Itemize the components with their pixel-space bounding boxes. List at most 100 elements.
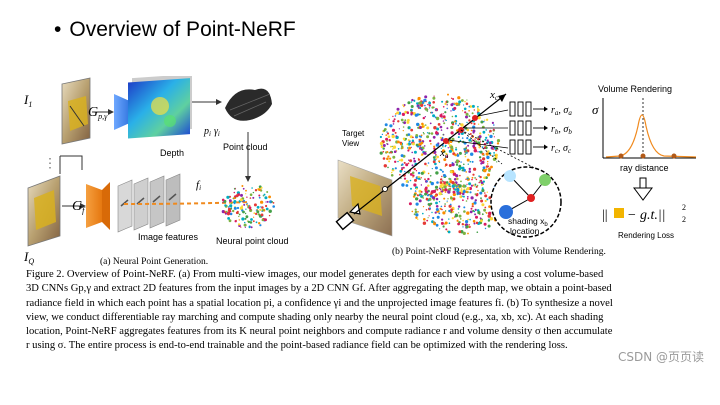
neural-point xyxy=(448,183,451,186)
neural-point xyxy=(420,141,424,145)
neural-point xyxy=(463,163,465,166)
neural-point xyxy=(438,201,441,203)
rendered-color-swatch xyxy=(614,208,624,218)
neural-point xyxy=(245,208,247,210)
neural-point xyxy=(261,218,264,222)
neural-point xyxy=(242,210,245,214)
neural-point xyxy=(453,178,457,181)
shading-point-xa xyxy=(443,138,449,144)
neural-point xyxy=(436,127,440,131)
neural-point xyxy=(392,120,395,123)
neural-point xyxy=(426,194,430,197)
neural-point xyxy=(479,191,483,195)
neural-point xyxy=(258,194,261,197)
neural-point xyxy=(439,207,442,210)
neural-point xyxy=(453,106,457,110)
neural-point xyxy=(420,148,423,151)
neural-point xyxy=(496,161,498,163)
neural-point xyxy=(265,201,267,203)
neural-point xyxy=(482,130,486,134)
neural-point xyxy=(489,134,493,139)
point-cloud xyxy=(225,88,272,121)
neural-point xyxy=(431,211,433,214)
neural-point xyxy=(486,139,489,142)
neural-point xyxy=(381,133,384,136)
neural-point xyxy=(403,177,407,180)
volume-rendering-plot xyxy=(602,98,697,159)
neural-point xyxy=(489,154,492,156)
neural-point xyxy=(421,125,424,128)
neural-point xyxy=(441,183,444,186)
neural-point xyxy=(440,129,443,131)
neural-point xyxy=(457,132,461,136)
neural-point xyxy=(455,174,459,178)
caption-line: location, Point-NeRF aggregates features… xyxy=(26,326,613,338)
neural-point xyxy=(463,148,466,151)
neural-point xyxy=(440,147,442,149)
neural-point xyxy=(482,166,486,170)
neural-point xyxy=(398,159,401,162)
neural-point xyxy=(438,187,441,190)
neural-point xyxy=(471,202,474,206)
neural-point xyxy=(451,184,455,188)
neural-point xyxy=(415,216,418,219)
neural-point xyxy=(252,191,255,194)
neural-point xyxy=(451,181,455,185)
neural-point xyxy=(483,176,486,179)
neural-point xyxy=(472,173,475,176)
neural-point xyxy=(483,208,486,212)
neural-point xyxy=(459,218,462,220)
neural-point xyxy=(424,116,426,118)
neural-point xyxy=(435,153,437,156)
neural-point xyxy=(379,141,383,146)
caption-line: 3D CNNs Gp,γ and extract 2D features fro… xyxy=(26,283,612,295)
neural-point xyxy=(406,111,409,115)
neural-point xyxy=(452,187,455,190)
neural-point xyxy=(457,192,459,194)
neural-point xyxy=(450,110,452,112)
neural-point xyxy=(426,135,430,139)
neural-point xyxy=(419,145,421,147)
neural-point xyxy=(441,149,445,153)
neural-point xyxy=(457,96,461,100)
neural-point xyxy=(424,162,427,166)
neural-point xyxy=(399,169,403,173)
neural-point xyxy=(452,210,455,213)
neural-point xyxy=(249,205,251,207)
neural-point xyxy=(414,208,417,211)
neural-point xyxy=(488,141,492,145)
neural-point xyxy=(441,190,444,193)
neural-point xyxy=(408,159,410,161)
cnn-gf xyxy=(86,182,110,230)
neural-point xyxy=(435,201,438,205)
neural-point xyxy=(452,197,456,201)
neural-point xyxy=(465,225,469,229)
neural-point xyxy=(427,217,429,219)
neural-point xyxy=(246,196,248,198)
neural-point xyxy=(255,212,258,215)
neural-point xyxy=(443,197,446,200)
neural-point xyxy=(432,101,436,104)
neural-point xyxy=(451,137,455,141)
neural-point xyxy=(221,198,225,202)
neural-point xyxy=(400,143,403,146)
neural-point xyxy=(260,206,262,208)
neural-point xyxy=(469,218,471,221)
neural-point xyxy=(256,210,260,214)
neural-point xyxy=(486,191,488,193)
neural-point xyxy=(478,135,482,139)
neural-point xyxy=(473,201,477,205)
label-target-view-1: Target xyxy=(342,129,365,138)
neural-point xyxy=(246,204,249,206)
neural-point xyxy=(409,173,413,176)
neural-point xyxy=(455,148,458,151)
neural-point xyxy=(473,122,476,125)
neural-point xyxy=(262,195,265,197)
neural-point xyxy=(448,222,451,224)
neural-point xyxy=(411,151,414,154)
neural-point xyxy=(404,119,407,122)
neural-point xyxy=(425,209,428,211)
neural-point xyxy=(387,135,391,138)
neural-point xyxy=(445,152,448,155)
neural-point xyxy=(465,190,468,194)
